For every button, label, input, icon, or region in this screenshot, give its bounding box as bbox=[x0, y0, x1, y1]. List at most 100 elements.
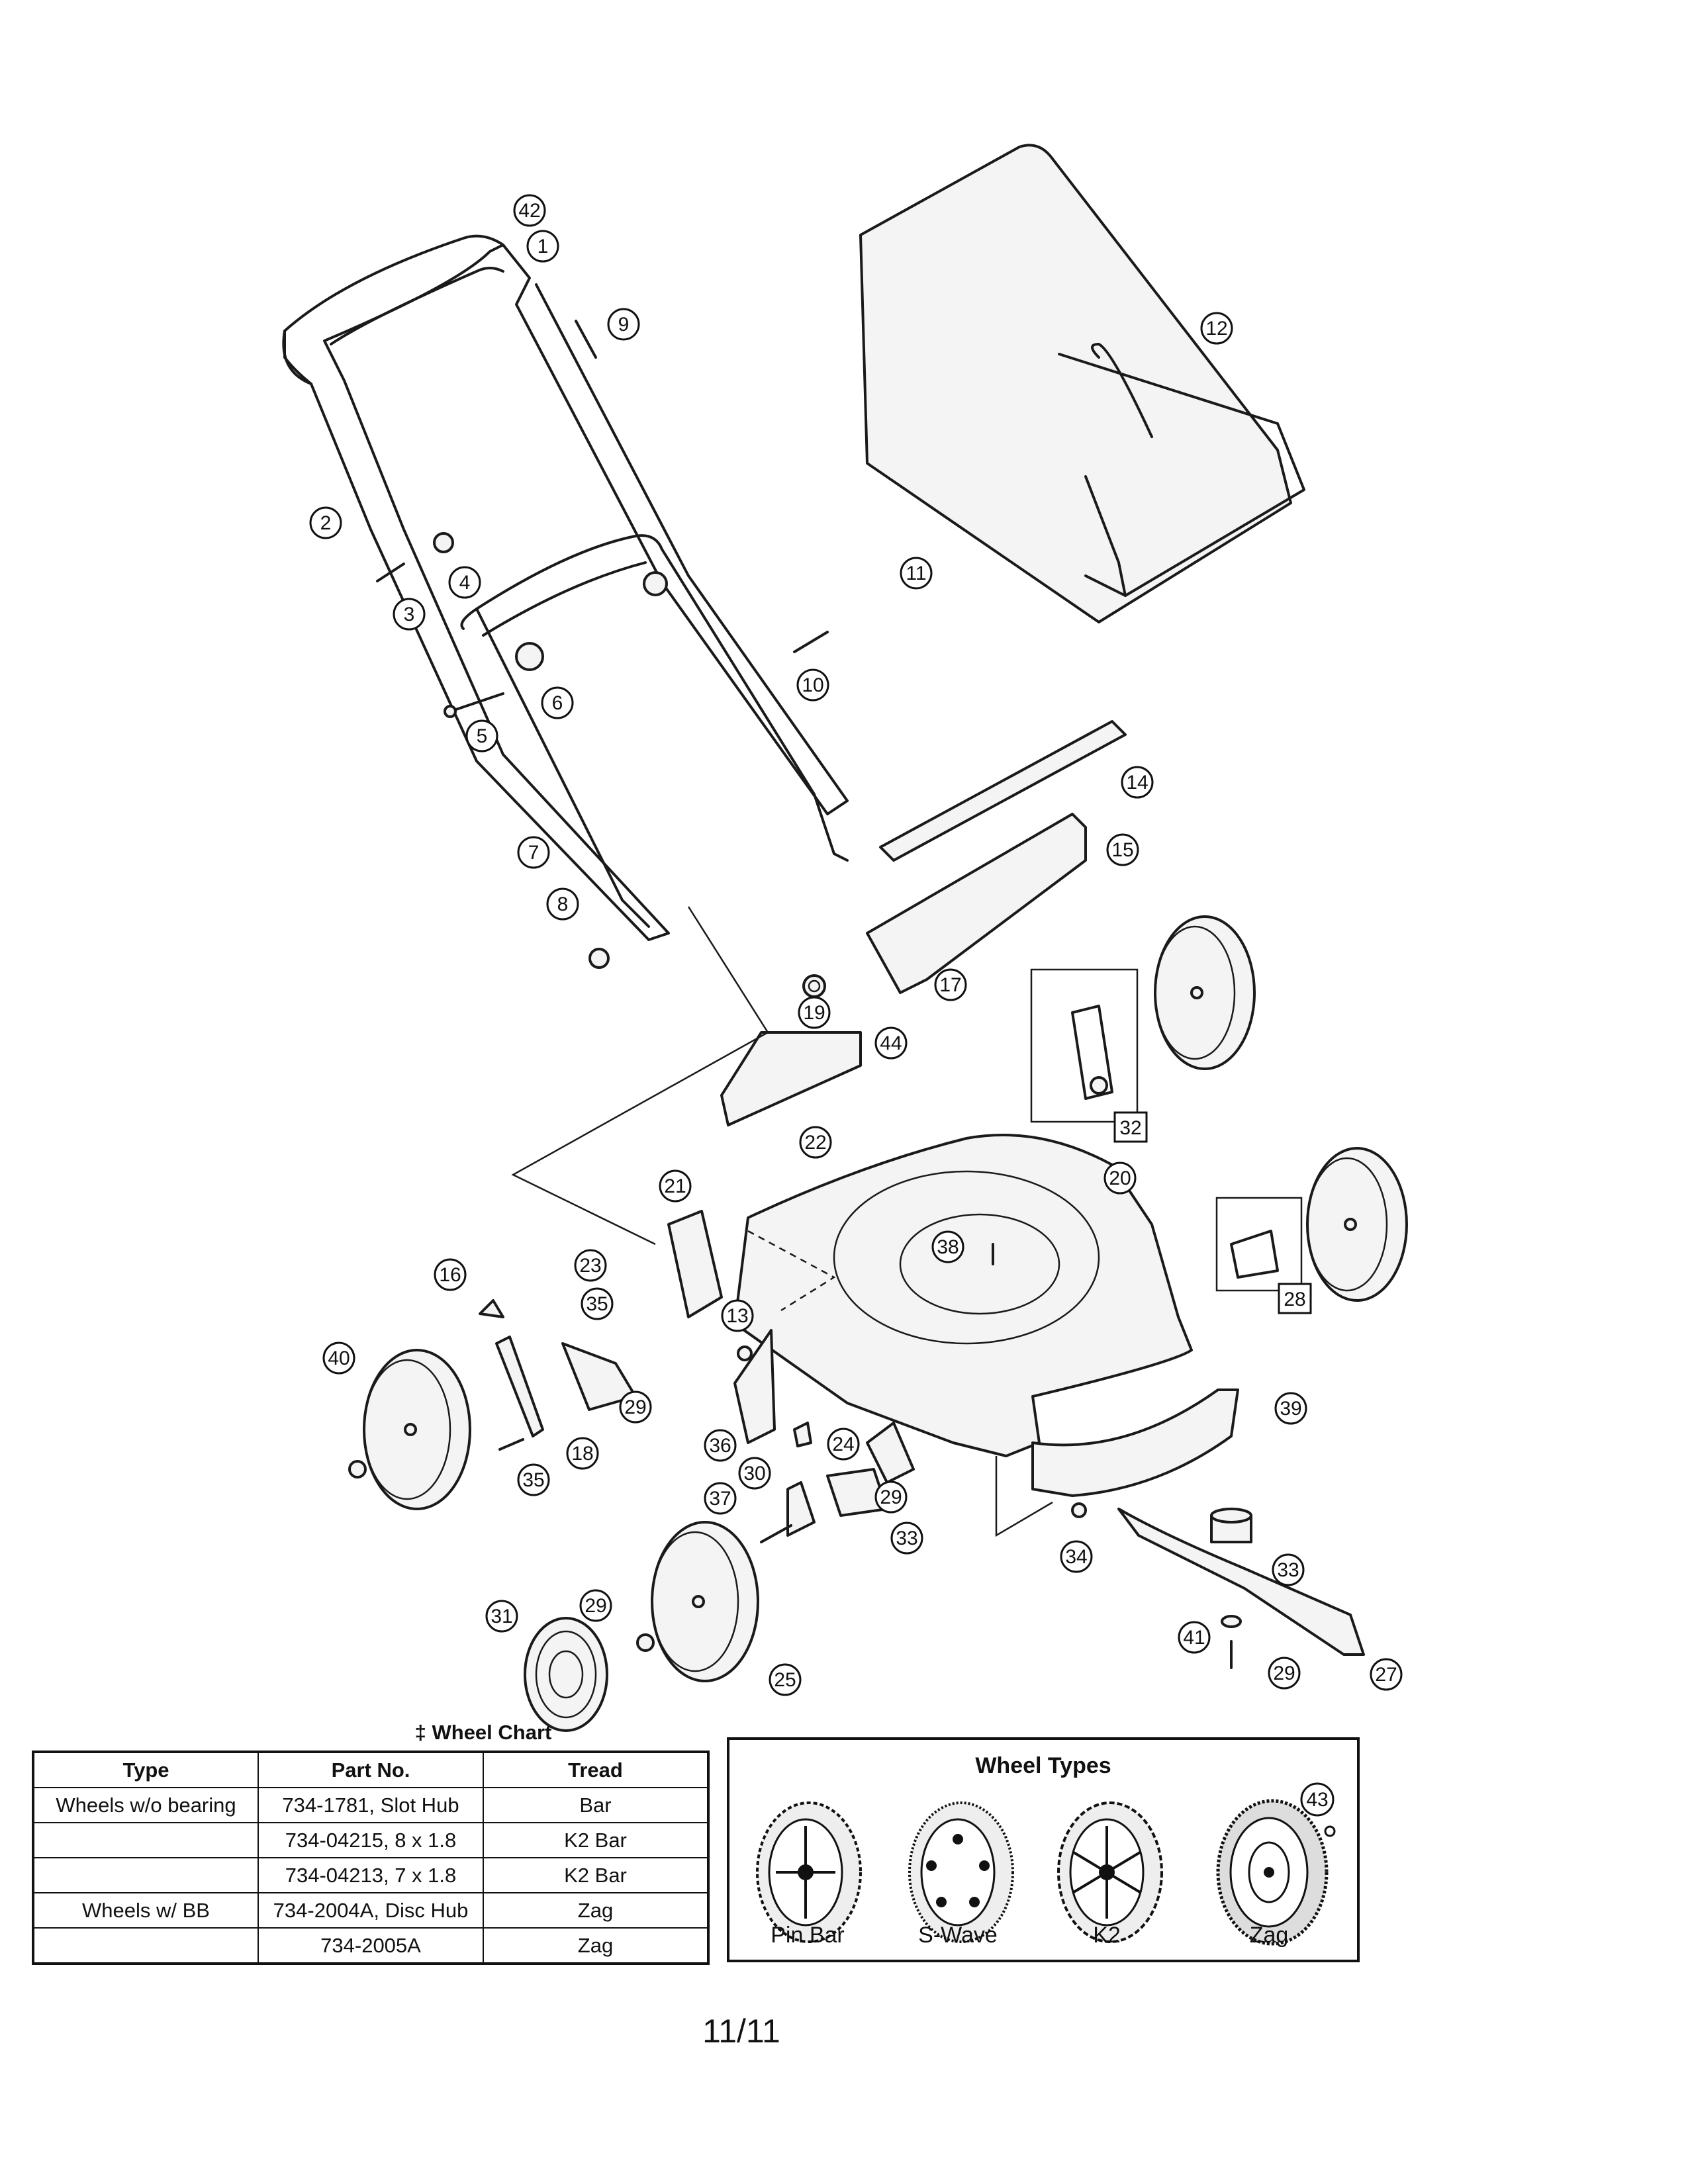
bracket-left-38 bbox=[667, 1210, 723, 1318]
cell-type bbox=[32, 1822, 259, 1858]
hubcap-41 bbox=[524, 1617, 608, 1732]
callout-21: 21 bbox=[659, 1169, 692, 1203]
svg-text:21: 21 bbox=[664, 1175, 686, 1197]
svg-text:5: 5 bbox=[477, 725, 488, 747]
callout-43: 43 bbox=[1300, 1782, 1336, 1837]
callout-box-labels: 32 28 bbox=[1113, 1111, 1312, 1314]
wheel-chart-title: ‡ Wheel Chart bbox=[414, 1721, 552, 1744]
cell-part-no: 734-1781, Slot Hub bbox=[258, 1787, 484, 1823]
svg-text:31: 31 bbox=[491, 1606, 512, 1627]
cell-type: Wheels w/o bearing bbox=[32, 1787, 259, 1823]
svg-text:17: 17 bbox=[939, 974, 961, 996]
callout-27: 27 bbox=[1370, 1658, 1403, 1691]
callout-8: 8 bbox=[546, 887, 579, 921]
callout-38: 38 bbox=[931, 1230, 964, 1263]
nut-8 bbox=[588, 948, 610, 969]
header-tread: Tread bbox=[483, 1751, 709, 1788]
svg-text:2: 2 bbox=[320, 512, 332, 534]
svg-text:30: 30 bbox=[743, 1463, 765, 1484]
callout-37: 37 bbox=[704, 1482, 737, 1515]
bracket-23-box bbox=[1215, 1197, 1303, 1292]
svg-text:40: 40 bbox=[328, 1347, 350, 1369]
deck-21 bbox=[733, 1134, 1193, 1457]
wheel-type-label-zag: Zag bbox=[1249, 1923, 1289, 1948]
pin-3 bbox=[376, 563, 405, 582]
knob-4 bbox=[433, 532, 454, 553]
callout-24: 24 bbox=[827, 1428, 860, 1461]
svg-text:22: 22 bbox=[804, 1132, 826, 1154]
svg-text:7: 7 bbox=[528, 842, 539, 864]
svg-text:42: 42 bbox=[518, 200, 540, 222]
wheel-type-label-k2: K2 bbox=[1093, 1923, 1121, 1948]
callout-29: 29 bbox=[874, 1480, 908, 1514]
bolt-10 bbox=[793, 631, 829, 653]
table-row: 734-2005A Zag bbox=[32, 1927, 709, 1964]
svg-text:37: 37 bbox=[709, 1488, 731, 1510]
callout-35: 35 bbox=[517, 1463, 550, 1496]
wheel-type-label-pin-bar: Pin Bar bbox=[771, 1923, 845, 1948]
svg-text:28: 28 bbox=[1284, 1289, 1305, 1310]
svg-text:27: 27 bbox=[1375, 1664, 1397, 1686]
wheel-types-panel: Wheel Types 43 bbox=[727, 1737, 1360, 1962]
cell-part-no: 734-2004A, Disc Hub bbox=[258, 1892, 484, 1929]
leader-handle-to-deck bbox=[511, 906, 769, 1246]
callout-29: 29 bbox=[579, 1589, 612, 1622]
s-wave-wheel-icon bbox=[908, 1801, 1014, 1943]
cell-part-no: 734-2005A bbox=[258, 1927, 484, 1964]
svg-text:6: 6 bbox=[552, 692, 563, 714]
callout-22: 22 bbox=[799, 1126, 832, 1159]
cell-type bbox=[32, 1927, 259, 1964]
bracket-18 bbox=[733, 1329, 776, 1444]
callout-29: 29 bbox=[619, 1390, 652, 1424]
callout-30: 30 bbox=[738, 1457, 771, 1490]
wheel-chart-table: Type Part No. Tread Wheels w/o bearing 7… bbox=[32, 1751, 710, 1965]
baffle-24 bbox=[995, 1388, 1239, 1537]
callout-14: 14 bbox=[1121, 766, 1154, 799]
callout-19: 19 bbox=[798, 996, 831, 1029]
svg-text:29: 29 bbox=[624, 1396, 646, 1418]
svg-text:12: 12 bbox=[1205, 318, 1227, 340]
callout-11: 11 bbox=[900, 557, 933, 590]
callout-box-32: 32 bbox=[1113, 1111, 1148, 1143]
cell-type: Wheels w/ BB bbox=[32, 1892, 259, 1929]
bolts-33 bbox=[498, 1438, 792, 1543]
callout-6: 6 bbox=[541, 686, 574, 719]
callout-box-28: 28 bbox=[1278, 1283, 1312, 1314]
lower-handle bbox=[460, 534, 849, 928]
svg-text:43: 43 bbox=[1306, 1789, 1328, 1811]
table-row: Wheels w/ BB 734-2004A, Disc Hub Zag bbox=[32, 1892, 709, 1929]
svg-text:16: 16 bbox=[439, 1264, 461, 1286]
upper-handle bbox=[282, 234, 849, 941]
spring-19 bbox=[802, 974, 826, 998]
cell-tread: Bar bbox=[483, 1787, 709, 1823]
svg-text:29: 29 bbox=[880, 1486, 902, 1508]
svg-text:23: 23 bbox=[579, 1255, 601, 1277]
svg-text:38: 38 bbox=[937, 1236, 959, 1258]
header-part-no: Part No. bbox=[258, 1751, 484, 1788]
svg-text:44: 44 bbox=[880, 1032, 902, 1054]
adapter-25 bbox=[1210, 1508, 1252, 1543]
callout-25: 25 bbox=[769, 1663, 802, 1696]
bracket-22-box bbox=[1030, 968, 1139, 1123]
wheel-39 bbox=[363, 1349, 471, 1510]
rear-door-17 bbox=[866, 813, 1087, 994]
callout-2: 2 bbox=[309, 506, 342, 539]
svg-text:33: 33 bbox=[896, 1527, 917, 1549]
svg-text:36: 36 bbox=[709, 1435, 731, 1457]
callout-36: 36 bbox=[704, 1429, 737, 1462]
svg-text:9: 9 bbox=[618, 314, 630, 336]
wheel-front-right-upper bbox=[1154, 915, 1256, 1070]
cell-tread: K2 Bar bbox=[483, 1822, 709, 1858]
cell-tread: Zag bbox=[483, 1892, 709, 1929]
bolt-5 bbox=[444, 692, 504, 718]
clip-9 bbox=[575, 320, 597, 359]
pin-bar-wheel-icon bbox=[756, 1801, 862, 1943]
callout-18: 18 bbox=[566, 1437, 599, 1470]
svg-text:20: 20 bbox=[1109, 1167, 1131, 1189]
svg-text:8: 8 bbox=[557, 893, 569, 915]
callout-33: 33 bbox=[890, 1522, 923, 1555]
cell-tread: Zag bbox=[483, 1927, 709, 1964]
callout-13: 13 bbox=[721, 1299, 754, 1332]
blade-26 bbox=[1117, 1508, 1365, 1656]
